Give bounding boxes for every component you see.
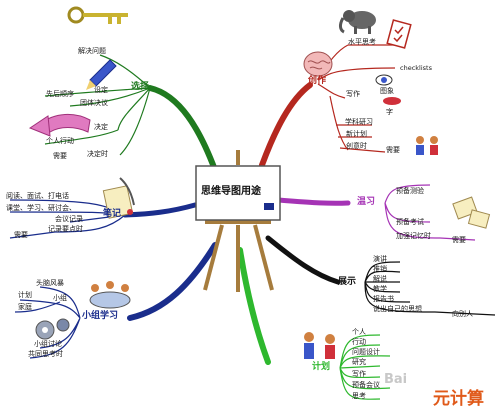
present-item: 报告书 [373, 295, 394, 303]
branch-title-plan: 计划 [312, 362, 331, 372]
memory-item: 预备测验 [396, 187, 424, 195]
create-item: 新计划 [346, 130, 367, 138]
branch-notes [122, 202, 198, 218]
choose-item: 个人行动 [46, 137, 74, 145]
branch-create [259, 82, 313, 168]
notes-item: 记录要点时 [48, 225, 83, 233]
create-item: checklists [400, 64, 432, 72]
create-item: 需要 [386, 146, 400, 154]
branch-group-twigs [14, 286, 81, 359]
puzzle-icon [452, 196, 491, 229]
presenter-icon [304, 332, 335, 359]
choose-item: 需要 [53, 152, 67, 160]
group-item: 计划 [18, 291, 32, 299]
present-item: 向别人 [452, 310, 473, 318]
people-icon [416, 136, 438, 155]
choose-item: 决定 [94, 123, 108, 131]
meeting-icon [89, 281, 131, 309]
lips-icon [383, 97, 401, 105]
branch-memory-twigs [384, 184, 476, 241]
choose-item: 解决问题 [78, 47, 106, 55]
branch-present [265, 235, 341, 285]
branch-choose-twigs [44, 54, 151, 156]
notes-item: 需要 [14, 231, 28, 239]
group-item: 家庭 [18, 303, 32, 311]
branch-title-present: 展示 [338, 277, 357, 287]
present-item: 演讲 [373, 255, 387, 263]
branch-choose [147, 85, 218, 173]
branch-title-create: 创作 [308, 76, 327, 86]
quill-paper-icon [102, 177, 135, 219]
eye-icon [375, 74, 393, 86]
branch-present-twigs [364, 261, 496, 316]
notes-item: 阅读、面试、打电话 [6, 192, 69, 200]
pencil-icon [86, 59, 117, 90]
brain-icon [303, 51, 333, 77]
notes-item: 课堂、学习、研讨会、 [6, 204, 76, 212]
checklist-icon [386, 19, 412, 49]
group-item: 头脑风暴 [36, 279, 64, 287]
elephant-icon [339, 10, 376, 34]
branch-notes-twigs [9, 199, 126, 239]
memory-item: 需要 [452, 236, 466, 244]
plan-item: 问题设计 [352, 348, 380, 356]
group-item: 小组讨论 [34, 340, 62, 348]
branch-title-memory: 温习 [357, 197, 376, 207]
branch-create-twigs [317, 44, 396, 153]
branch-memory [275, 197, 351, 206]
easel-icon [195, 150, 281, 292]
branch-title-notes: 笔记 [103, 209, 122, 219]
choose-item: 设定 [94, 86, 108, 94]
arrow-icon [28, 114, 91, 137]
choose-item: 团体决议 [80, 99, 108, 107]
branch-plan [237, 247, 271, 365]
notes-item: 会议记录 [55, 215, 83, 223]
gears-icon [35, 318, 70, 340]
watermark-brand: 元计算 [433, 389, 484, 409]
create-item: 图象 [380, 87, 394, 95]
choose-item: 先后顺序 [46, 90, 74, 98]
present-item: 解说 [373, 275, 387, 283]
group-item: 小组 [53, 294, 67, 302]
create-item: 写作 [346, 90, 360, 98]
group-item: 共同思考时 [28, 350, 63, 358]
branch-title-group: 小组学习 [82, 311, 119, 321]
key-icon [67, 6, 128, 24]
plan-item: 思考 [352, 392, 366, 400]
create-item: 创意时 [346, 142, 367, 150]
plan-item: 研究 [352, 358, 366, 366]
plan-item: 写作 [352, 370, 366, 378]
create-item: 学科研习 [345, 118, 373, 126]
branch-plan-twigs [339, 334, 391, 400]
memory-item: 预备考试 [396, 218, 424, 226]
present-item: 教学 [373, 285, 387, 293]
create-item: 字 [386, 108, 393, 116]
plan-item: 行动 [352, 338, 366, 346]
watermark-site: Bai [384, 372, 408, 387]
create-item: 水平思考 [348, 38, 376, 46]
center-title: 思维导图用途 [201, 186, 261, 197]
branch-group [127, 242, 218, 321]
plan-item: 个人 [352, 328, 366, 336]
memory-item: 加强记忆时 [396, 232, 431, 240]
plan-item: 预备会议 [352, 381, 380, 389]
choose-item: 决定时 [87, 150, 108, 158]
present-item: 说出自己的思想 [373, 305, 422, 313]
present-item: 推销 [373, 265, 387, 273]
branch-title-choose: 选择 [131, 82, 150, 92]
